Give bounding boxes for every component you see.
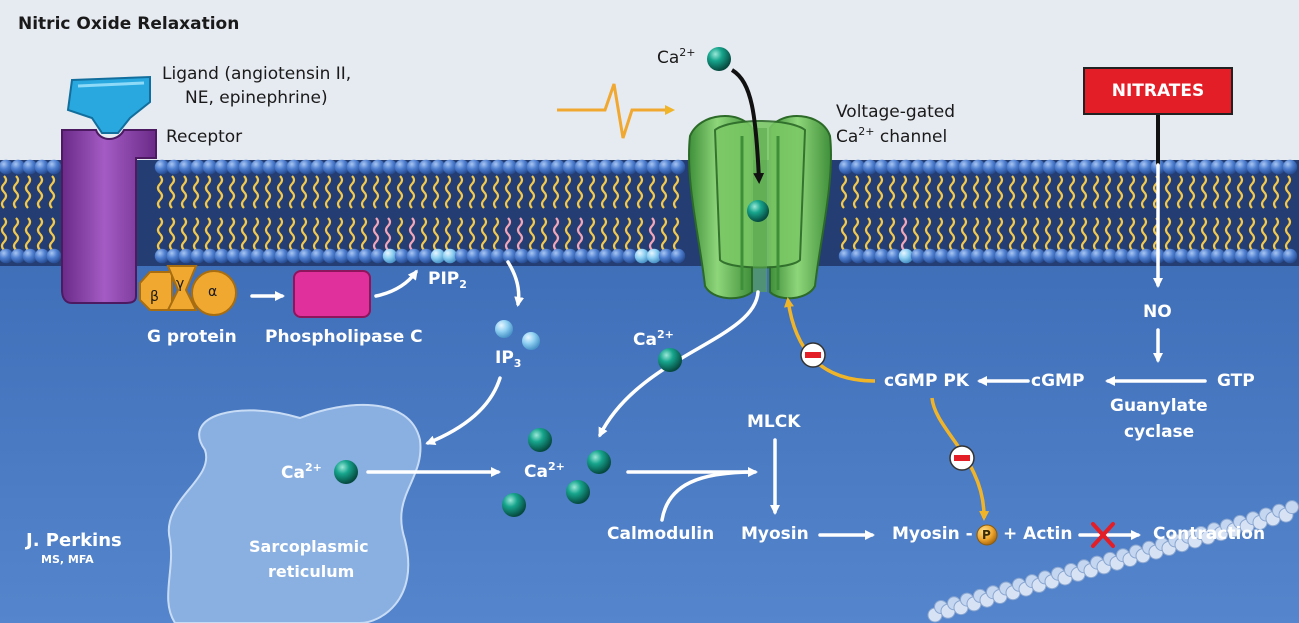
ip3-label: IP3 [495, 348, 522, 370]
g-gamma-label: γ [176, 276, 185, 292]
arrow-channel-ca-to-cytosol [598, 290, 760, 438]
nitrates-box: NITRATES [1083, 67, 1233, 115]
arrow-to-ip3 [506, 260, 525, 307]
phospholipase-c-shape [293, 270, 371, 318]
myosin-p-label: Myosin - [892, 524, 973, 544]
author-label: J. Perkins [26, 530, 122, 551]
arrow-calmodulin-curve [660, 467, 758, 522]
vg-channel-label: Voltage-gated [836, 102, 956, 122]
minus-icon [800, 342, 826, 368]
pip2-label: PIP2 [428, 269, 467, 291]
g-protein-label: G protein [147, 327, 237, 347]
phosphate-label: P [982, 528, 991, 542]
minus-icon [949, 445, 975, 471]
g-alpha-label: α [208, 284, 218, 300]
ca-ion-label-top: Ca2+ [657, 46, 696, 68]
phospholipase-c-label: Phospholipase C [265, 327, 423, 347]
receptor-shape [61, 129, 157, 305]
ligand-shape [66, 75, 151, 134]
g-protein-shape [139, 265, 237, 316]
phosphate-icon [976, 524, 998, 546]
guanylate-cyclase-label-line2: cyclase [1124, 422, 1195, 442]
ca-ion-label-channel: Ca2+ [633, 328, 674, 350]
arrow-plc-to-pip2 [374, 269, 418, 298]
voltage-gated-ca-channel [688, 115, 832, 300]
extracellular-space [0, 0, 1299, 165]
ip3-molecules [495, 320, 540, 350]
pathway-arrows [250, 163, 1207, 540]
cgmp-label: cGMP [1031, 371, 1085, 391]
guanylate-cyclase-label: Guanylate [1110, 396, 1208, 416]
cell-membrane [0, 159, 1299, 266]
myosin-label: Myosin [741, 524, 809, 544]
no-label: NO [1143, 302, 1172, 322]
arrow-ip3-to-sr [425, 376, 502, 445]
myosin-filament [927, 500, 1299, 623]
cgmp-pk-label: cGMP PK [884, 371, 969, 391]
sr-label-line2: reticulum [268, 562, 355, 581]
calmodulin-label: Calmodulin [607, 524, 715, 544]
action-potential-icon [557, 83, 675, 139]
gtp-label: GTP [1217, 371, 1255, 391]
actin-label: + Actin [1003, 524, 1073, 544]
ca-ion-label-sr: Ca2+ [281, 461, 322, 483]
g-beta-label: β [150, 289, 159, 305]
receptor-label: Receptor [166, 127, 243, 147]
ca-influx-arrow [730, 68, 765, 184]
lipid-tails-bottom [0, 217, 1292, 251]
lipid-tails-top [0, 175, 1292, 209]
blocked-x-icon [1091, 522, 1115, 548]
ca-ion-label-cytosol: Ca2+ [524, 460, 565, 482]
mlck-label: MLCK [747, 412, 801, 432]
vg-channel-label-line2: Ca2+ channel [836, 125, 948, 147]
diagram-title: Nitric Oxide Relaxation [18, 14, 240, 34]
sarcoplasmic-reticulum [167, 404, 422, 623]
phospholipid-heads-top [0, 159, 1298, 175]
calcium-ions [334, 47, 769, 517]
ligand-label: Ligand (angiotensin II, [162, 64, 352, 84]
contraction-label: Contraction [1153, 524, 1266, 544]
ligand-label-line2: NE, epinephrine) [185, 88, 328, 108]
sr-label: Sarcoplasmic [249, 537, 369, 556]
nitrates-label: NITRATES [1111, 81, 1205, 101]
author-degree-label: MS, MFA [41, 553, 94, 566]
